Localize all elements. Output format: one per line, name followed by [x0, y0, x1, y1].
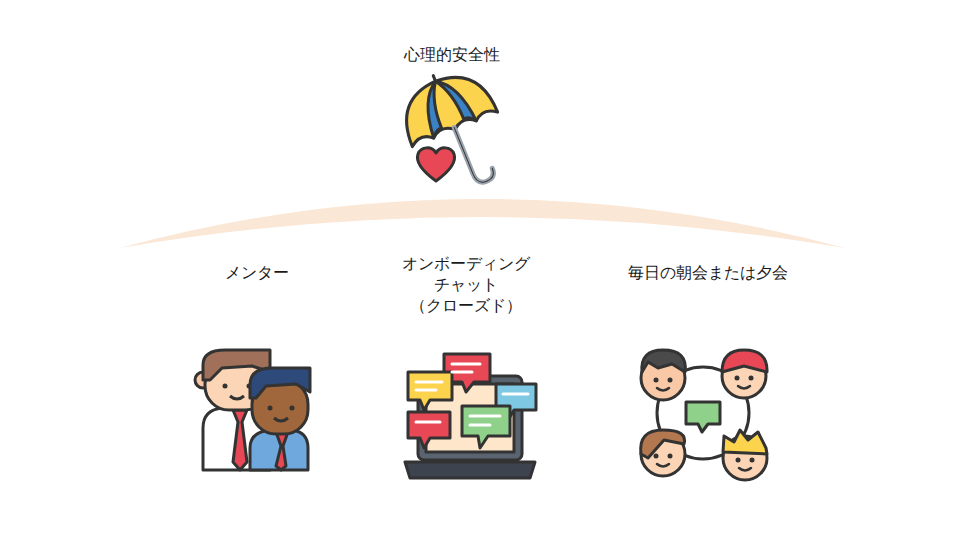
umbrella-icon-part-part	[433, 76, 435, 82]
meeting-icon-part-part	[654, 378, 659, 383]
mentor-icon-part	[276, 432, 288, 470]
chat-laptop-icon-part-part	[416, 382, 442, 390]
meeting-icon-part-part	[654, 454, 659, 459]
meeting-icon-part-part	[657, 388, 669, 391]
mentor-icon-part	[290, 406, 295, 411]
umbrella-icon-part-part	[436, 73, 477, 130]
meeting-icon-part-part	[735, 376, 740, 381]
chat-laptop-icon-part-part	[452, 364, 480, 372]
meeting-icon-part-part	[738, 386, 750, 389]
meeting-icon-part-part	[668, 378, 673, 383]
umbrella-icon	[391, 58, 521, 202]
mentor-icon-part	[223, 384, 228, 389]
chat-laptop-icon-part	[405, 462, 535, 478]
umbrella-icon-part-part	[454, 120, 496, 185]
chat-laptop-icon-part	[416, 364, 528, 425]
chat-laptop-icon-part-part	[470, 416, 500, 425]
meeting-icon-part-part	[736, 458, 741, 463]
meeting-icon-part	[686, 402, 720, 432]
arc-band	[120, 199, 845, 248]
meeting-icon-part	[723, 430, 767, 454]
column-label: オンボーディング チャット （クローズド）	[402, 254, 530, 316]
umbrella-icon-part-part	[454, 120, 496, 185]
umbrella-icon-part-part	[393, 64, 498, 147]
column-label: メンター	[225, 263, 289, 284]
meeting-icon	[641, 350, 767, 480]
heart-icon	[417, 148, 454, 181]
mentor-icon-part	[250, 368, 310, 398]
meeting-icon-part	[657, 386, 751, 471]
chat-laptop-icon-part	[408, 412, 450, 448]
chat-laptop-icon-part	[462, 406, 510, 448]
umbrella-icon-part	[391, 58, 521, 202]
meeting-icon-part-part	[668, 454, 673, 459]
mentor-icon	[195, 350, 310, 470]
mentor-icon-part	[250, 430, 308, 470]
meeting-icon-part-part	[657, 464, 669, 467]
chat-laptop-icon-part-part	[503, 393, 528, 396]
column-label: 毎日の朝会または夕会	[628, 263, 788, 284]
chat-laptop-icon-part	[408, 372, 452, 410]
chat-laptop-icon	[405, 354, 536, 478]
meeting-icon-part	[654, 376, 755, 463]
meeting-icon-part-part	[750, 458, 755, 463]
mentor-icon-part	[274, 418, 288, 421]
mentor-icon-part	[230, 396, 244, 399]
title: 心理的安全性	[404, 45, 500, 66]
mentor-icon-part	[233, 410, 247, 470]
meeting-icon-part	[641, 430, 685, 458]
chat-laptop-icon-part-part	[416, 421, 440, 424]
meeting-icon-part	[642, 350, 685, 372]
meeting-icon-part-part	[739, 468, 751, 471]
mentor-icon-part	[268, 406, 273, 411]
meeting-icon-part-part	[749, 376, 754, 381]
meeting-icon-part	[722, 350, 767, 372]
